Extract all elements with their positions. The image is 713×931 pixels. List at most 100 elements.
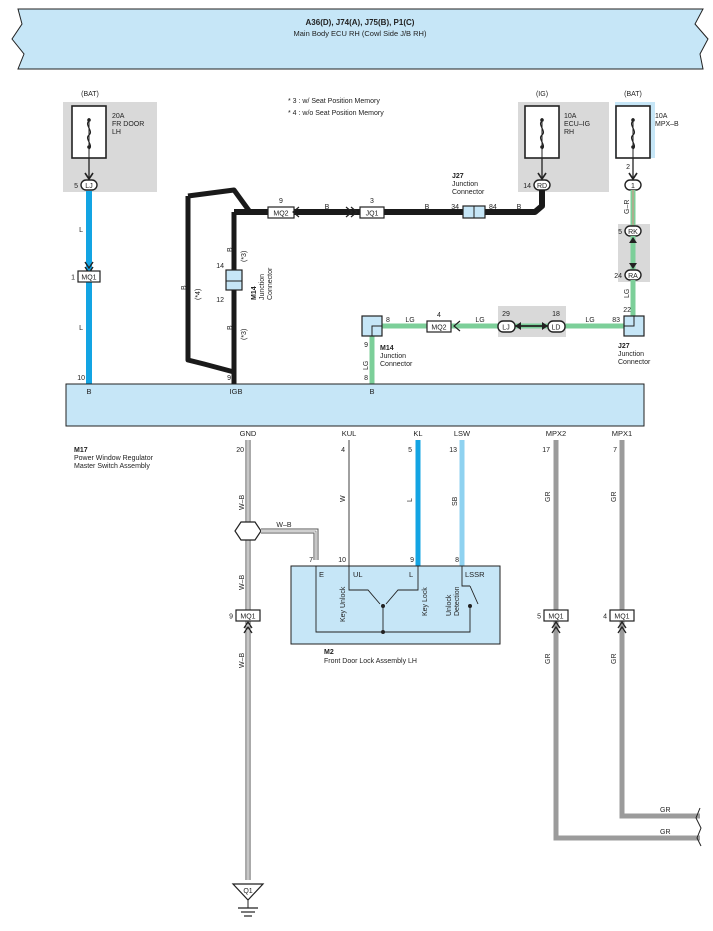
svg-text:LH: LH [112,129,121,136]
svg-text:3: 3 [370,198,374,205]
svg-text:LG: LG [585,317,594,324]
svg-text:20: 20 [236,447,244,454]
fuse-ecu-ig: (IG) 10A ECU–IG RH RD 14 [518,91,609,192]
header-connectors: A36(D), J74(A), J75(B), P1(C) [306,18,415,27]
svg-text:L: L [79,325,83,332]
svg-text:8: 8 [455,557,459,564]
wire-gr-mpx-b: RK 5 RA 24 G–R LG [614,190,650,318]
svg-text:MQ1: MQ1 [81,275,96,282]
svg-text:13: 13 [449,447,457,454]
svg-text:GR: GR [545,654,552,665]
svg-text:2: 2 [626,164,630,171]
svg-text:RK: RK [628,229,638,236]
svg-text:G–R: G–R [624,200,631,214]
svg-text:(IG): (IG) [536,91,548,98]
page-continue-edge [695,807,702,847]
svg-text:LSSR: LSSR [465,570,485,579]
m2-pins: 7 10 9 8 E UL L LSSR [309,557,485,579]
wire-w-kul: 4 W [340,440,350,566]
svg-text:GR: GR [660,829,671,836]
svg-text:E: E [319,570,324,579]
svg-text:B: B [227,325,234,330]
svg-text:MQ1: MQ1 [548,614,563,621]
m17-name-1: Power Window Regulator [74,455,154,462]
svg-text:Unlock: Unlock [446,594,453,616]
svg-text:L: L [409,570,413,579]
svg-text:L: L [407,498,414,502]
svg-text:10: 10 [338,557,346,564]
svg-text:Key Unlock: Key Unlock [340,586,347,622]
svg-text:M14: M14 [380,345,394,352]
m17-term-lsw: LSW [454,429,471,438]
svg-text:(*3): (*3) [241,329,248,340]
svg-text:LJ: LJ [85,183,92,190]
svg-text:B: B [227,247,234,252]
svg-text:RA: RA [628,273,638,280]
svg-text:Junction: Junction [380,353,406,360]
svg-text:34: 34 [451,204,459,211]
m2-id: M2 [324,649,334,656]
svg-text:9: 9 [279,198,283,205]
svg-text:(BAT): (BAT) [81,91,99,98]
wire-l-kl: 5 L [407,440,421,566]
svg-text:MQ1: MQ1 [240,614,255,621]
m2-name: Front Door Lock Assembly LH [324,658,417,665]
m2-switch-contact-a [381,604,385,608]
svg-text:(*3): (*3) [241,251,248,262]
wire-gr-mpx1: 7 GR MQ1 4 GR GR [603,440,700,819]
svg-text:MQ2: MQ2 [273,211,288,218]
svg-text:Junction: Junction [259,274,266,300]
svg-text:RD: RD [537,183,547,190]
m17-term-mpx1: MPX1 [612,429,632,438]
svg-text:SB: SB [452,496,459,506]
m17-term-gnd: GND [240,429,257,438]
svg-text:LG: LG [475,317,484,324]
svg-text:RH: RH [564,129,574,136]
svg-text:14: 14 [216,263,224,270]
svg-text:Junction: Junction [452,181,478,188]
svg-text:17: 17 [542,447,550,454]
svg-text:10A: 10A [564,113,577,120]
header-subtitle: Main Body ECU RH (Cowl Side J/B RH) [294,29,427,38]
svg-text:M14: M14 [251,286,258,300]
note-no-seat-memory: * 4 : w/o Seat Position Memory [288,110,384,117]
svg-text:1: 1 [71,275,75,282]
svg-text:W–B: W–B [276,522,292,529]
svg-text:GR: GR [611,492,618,503]
svg-text:Connector: Connector [267,267,274,300]
svg-text:(BAT): (BAT) [624,91,642,98]
svg-text:ECU–IG: ECU–IG [564,121,590,128]
m17-term-mpx2: MPX2 [546,429,566,438]
svg-text:7: 7 [613,447,617,454]
svg-text:LD: LD [552,325,561,332]
svg-text:20A: 20A [112,113,125,120]
m17-id: M17 [74,447,88,454]
svg-text:W: W [340,495,347,502]
svg-text:LG: LG [405,317,414,324]
fuse-mpx-b: (BAT) 10A MPX–B 2 1 [615,91,679,191]
svg-text:FR DOOR: FR DOOR [112,121,144,128]
svg-text:MQ2: MQ2 [431,325,446,332]
svg-text:J27: J27 [452,173,464,180]
svg-text:Connector: Connector [618,359,651,366]
svg-text:9: 9 [229,614,233,621]
m17-term-b-left: B [86,387,91,396]
svg-text:5: 5 [408,447,412,454]
svg-text:W–B: W–B [239,495,246,511]
svg-text:GR: GR [545,492,552,503]
svg-text:LJ: LJ [502,325,509,332]
wire-b-labels: MQ2 9 B JQ1 3 B 34 84 J27 Junction Conne… [181,173,522,382]
svg-text:W–B: W–B [239,575,246,591]
svg-text:Connector: Connector [452,189,485,196]
m17-term-b-right: B [369,387,374,396]
svg-text:8: 8 [386,317,390,324]
svg-text:22: 22 [623,307,631,314]
svg-text:(*4): (*4) [195,289,202,300]
fuse-fr-door: (BAT) 20A FR DOOR LH LJ 5 [63,91,157,192]
m17-term-kul: KUL [342,429,357,438]
svg-text:9: 9 [364,342,368,349]
svg-text:10: 10 [77,375,85,382]
note-seat-memory: * 3 : w/ Seat Position Memory [288,98,380,105]
m17-master-switch [65,383,645,427]
